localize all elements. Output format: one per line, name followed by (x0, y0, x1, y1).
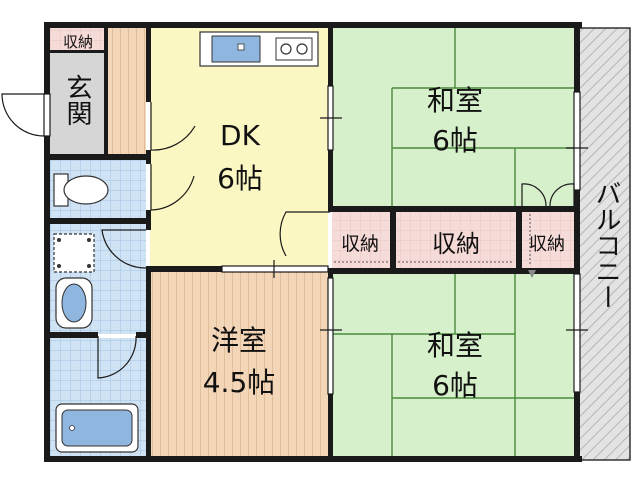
swing-doors (1, 93, 575, 379)
youshitsu-name-label: 洋室 (211, 324, 267, 357)
toilet-icon (53, 173, 109, 207)
washing-machine-icon (53, 233, 95, 273)
washbasin-icon (55, 277, 93, 329)
washitsu-bottom-size-label: 6帖 (432, 369, 478, 402)
storage-3-floor (522, 212, 574, 268)
entrance-storage-floor (50, 28, 106, 52)
entrance-floor (50, 52, 106, 156)
hall-floor (106, 28, 146, 156)
sink-icon (211, 35, 261, 63)
tatami-lines-top (391, 28, 574, 206)
youshitsu-size-label: 4.5帖 (203, 366, 276, 399)
washitsu-top-size-label: 6帖 (432, 124, 478, 157)
washitsu-bottom-name-label: 和室 (427, 329, 483, 362)
balcony-area (577, 27, 631, 461)
entrance-storage-label: 収納 (63, 33, 93, 51)
dk-name-label: DK (220, 119, 261, 152)
dk-floor (150, 28, 328, 268)
balcony-label: バルコニー (591, 180, 621, 310)
storage-arrow-icon (528, 270, 536, 278)
dk-size-label: 6帖 (217, 162, 263, 195)
storage-2-floor (396, 212, 516, 268)
washitsu-bottom-floor (332, 274, 574, 458)
stove-icon (275, 37, 313, 61)
storage-2-label: 収納 (432, 230, 480, 258)
tatami-lines-bottom (332, 274, 574, 458)
door-jamb-ticks (273, 117, 588, 331)
kitchen-counter (199, 31, 319, 67)
storage-1-floor (332, 212, 390, 268)
washitsu-top-floor (332, 28, 574, 206)
storage-shelf-lines (334, 214, 531, 266)
washitsu-top-name-label: 和室 (427, 84, 483, 117)
bathtub-icon (55, 403, 139, 453)
entrance-label-line1: 玄関 (62, 74, 92, 126)
walls (44, 22, 582, 462)
storage-1-label: 収納 (341, 233, 379, 255)
youshitsu-floor (150, 272, 328, 458)
storage-3-label: 収納 (529, 234, 565, 255)
